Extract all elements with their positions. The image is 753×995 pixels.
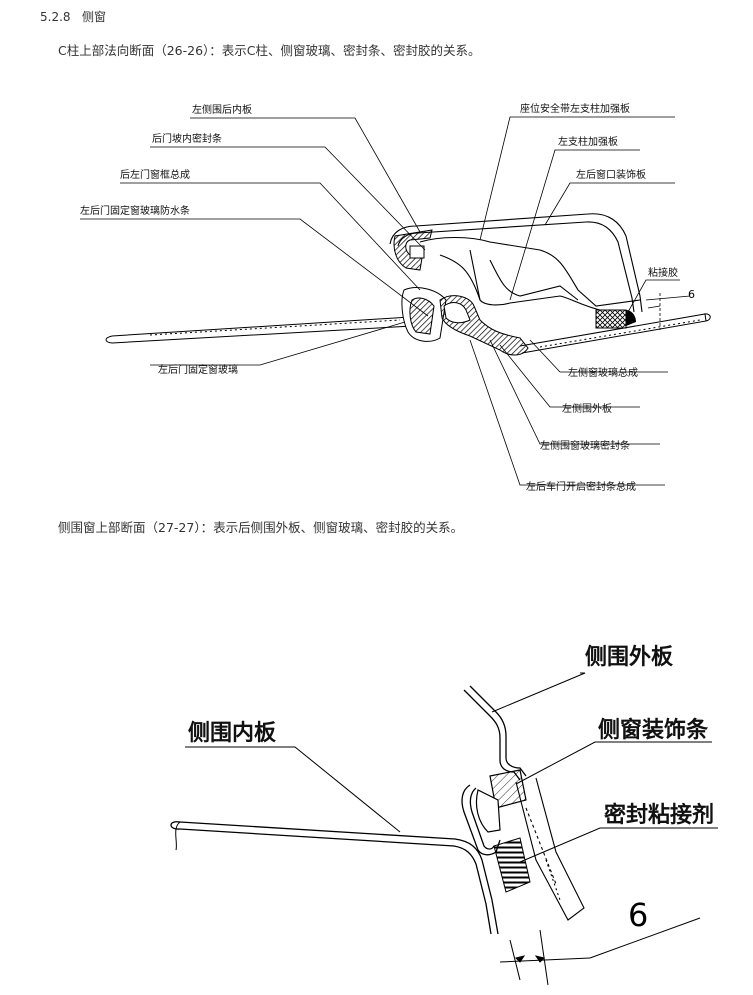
section-title: 侧窗 bbox=[82, 10, 107, 24]
inner-panel-shape bbox=[170, 821, 499, 935]
label-door-opening-seal: 左后车门开启密封条总成 bbox=[526, 480, 636, 493]
trim-strip-shape bbox=[475, 769, 527, 833]
figure1-dimension-text: 6 bbox=[688, 288, 695, 301]
label-window-frame: 后左门窗框总成 bbox=[120, 168, 190, 181]
label-inner-panel: 左侧围后内板 bbox=[192, 103, 252, 116]
side-glass-shape bbox=[519, 313, 711, 354]
figure2-labels: 侧围内板 侧围外板 侧窗装饰条 密封粘接剂 bbox=[188, 644, 714, 828]
label-fixed-glass: 左后门固定窗玻璃 bbox=[158, 363, 238, 376]
section-heading: 5.2.8 侧窗 bbox=[40, 8, 106, 25]
label-door-inner-seal: 后门坡内密封条 bbox=[152, 132, 222, 145]
label-adhesive: 粘接胶 bbox=[648, 266, 678, 279]
label-pillar-reinf: 左支柱加强板 bbox=[558, 135, 618, 148]
leader-lines-figure1 bbox=[80, 116, 680, 486]
adhesive-bead-shape bbox=[595, 309, 636, 329]
figure1-caption: C柱上部法向断面（26-26）：表示C柱、侧窗玻璃、密封条、密封胶的关系。 bbox=[58, 43, 481, 58]
door-seal-shape bbox=[393, 229, 529, 356]
label-outer-panel-fig2: 侧围外板 bbox=[585, 644, 674, 670]
outer-panel-shape bbox=[461, 685, 527, 856]
leader-lines-figure2 bbox=[185, 672, 718, 863]
figure2-dimension-text: 6 bbox=[628, 896, 648, 934]
label-side-glass: 左侧窗玻璃总成 bbox=[568, 366, 638, 379]
figure2-caption: 侧围窗上部断面（27-27）：表示后侧围外板、侧窗玻璃、密封胶的关系。 bbox=[58, 520, 464, 535]
label-trim-strip: 侧窗装饰条 bbox=[598, 717, 709, 743]
dimension-6-marker: 6 bbox=[645, 288, 695, 330]
sealant-bead-shape bbox=[493, 837, 531, 893]
label-sealant: 密封粘接剂 bbox=[604, 802, 714, 828]
label-glass-seal: 左侧围窗玻璃密封条 bbox=[540, 439, 630, 452]
dimension-6-fig2: 6 bbox=[499, 896, 701, 986]
figure1-labels: 左侧围后内板 后门坡内密封条 后左门窗框总成 左后门固定窗玻璃防水条 左后门固定… bbox=[80, 102, 678, 493]
side-glass-fig2-shape bbox=[515, 777, 585, 921]
label-outer-panel: 左侧围外板 bbox=[562, 402, 612, 415]
section-number: 5.2.8 bbox=[40, 10, 71, 24]
figure1-section-drawing: 6 左侧围后内板 后门坡内密封条 后左门窗框总成 左后门固定窗玻璃防水条 左后门… bbox=[80, 102, 711, 493]
label-fixed-glass-seal: 左后门固定窗玻璃防水条 bbox=[80, 204, 190, 217]
label-seatbelt-reinf: 座位安全带左支柱加强板 bbox=[520, 102, 630, 115]
label-trim-panel: 左后窗口装饰板 bbox=[576, 168, 646, 181]
label-inner-panel-fig2: 侧围内板 bbox=[188, 721, 277, 746]
